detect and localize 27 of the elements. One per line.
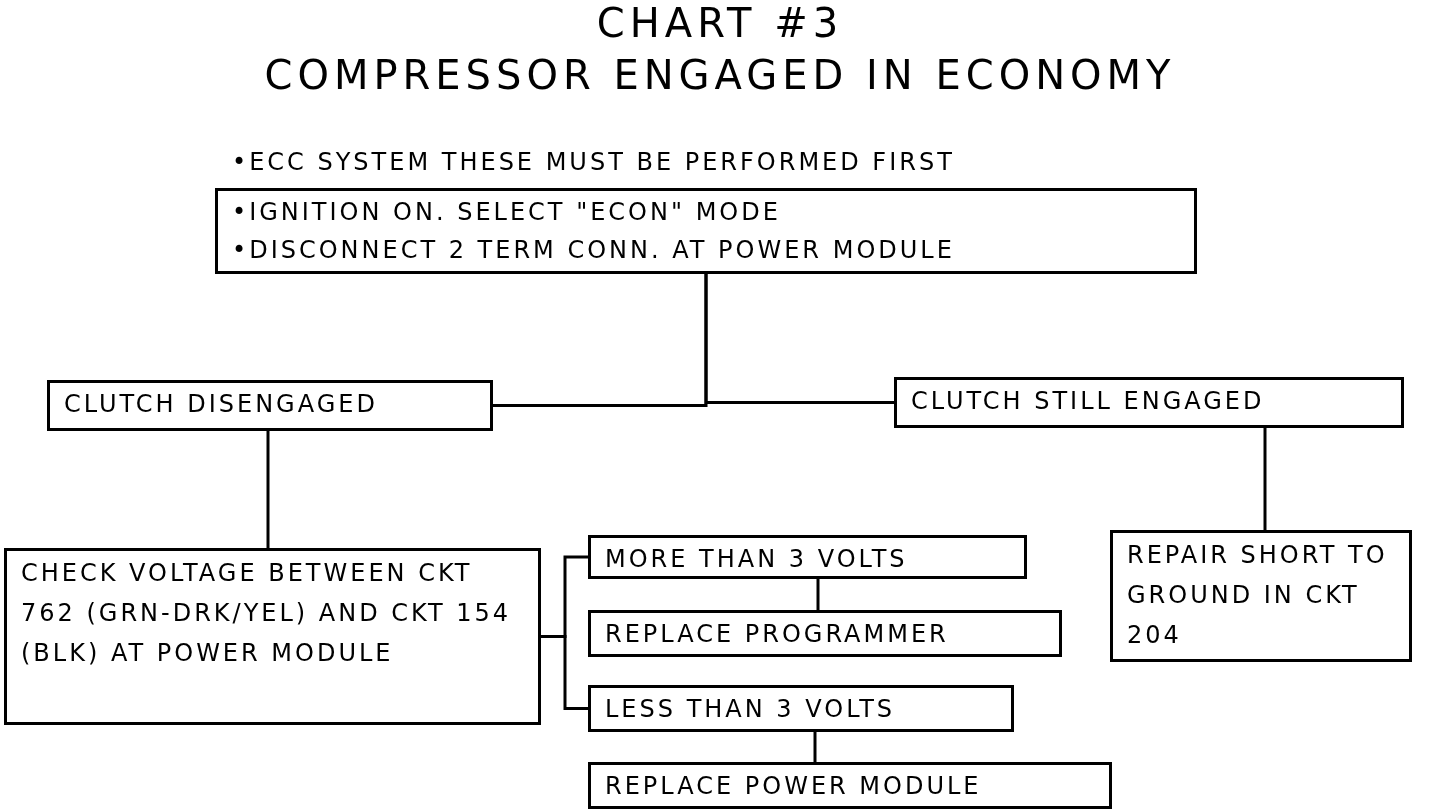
connector-line: [541, 635, 588, 710]
chart-title: CHART #3: [595, 0, 845, 46]
step-text: CLUTCH STILL ENGAGED: [911, 386, 1266, 417]
step-text: •DISCONNECT 2 TERM CONN. AT POWER MODULE: [232, 235, 956, 266]
connector-line: [266, 431, 270, 548]
step-box: [894, 377, 1404, 428]
step-box: [588, 610, 1062, 657]
connector-line: [816, 579, 820, 610]
step-text: CHECK VOLTAGE BETWEEN CKT 762 (GRN-DRK/YEL) AND CKT 154 (BLK) AT POWER MODULE: [21, 558, 513, 669]
step-text: CLUTCH DISENGAGED: [64, 389, 379, 420]
step-text: MORE THAN 3 VOLTS: [605, 544, 909, 575]
step-box: [47, 380, 493, 431]
heading-text: •ECC SYSTEM THESE MUST BE PERFORMED FIRST: [232, 147, 955, 178]
step-box: [4, 548, 541, 725]
chart-subtitle: COMPRESSOR ENGAGED IN ECONOMY: [263, 52, 1177, 98]
connector-line: [1263, 428, 1267, 530]
step-text: REPLACE PROGRAMMER: [605, 619, 950, 650]
step-box: [1110, 530, 1412, 662]
step-box: [588, 535, 1027, 579]
step-text: LESS THAN 3 VOLTS: [605, 694, 897, 725]
connector-line: [813, 732, 817, 762]
step-text: •IGNITION ON. SELECT "ECON" MODE: [232, 197, 782, 228]
step-box: [588, 762, 1112, 809]
step-text: REPAIR SHORT TO GROUND IN CKT 204: [1127, 540, 1389, 651]
step-box: [588, 685, 1014, 732]
step-text: REPLACE POWER MODULE: [605, 771, 983, 802]
connector-line: [704, 274, 894, 404]
